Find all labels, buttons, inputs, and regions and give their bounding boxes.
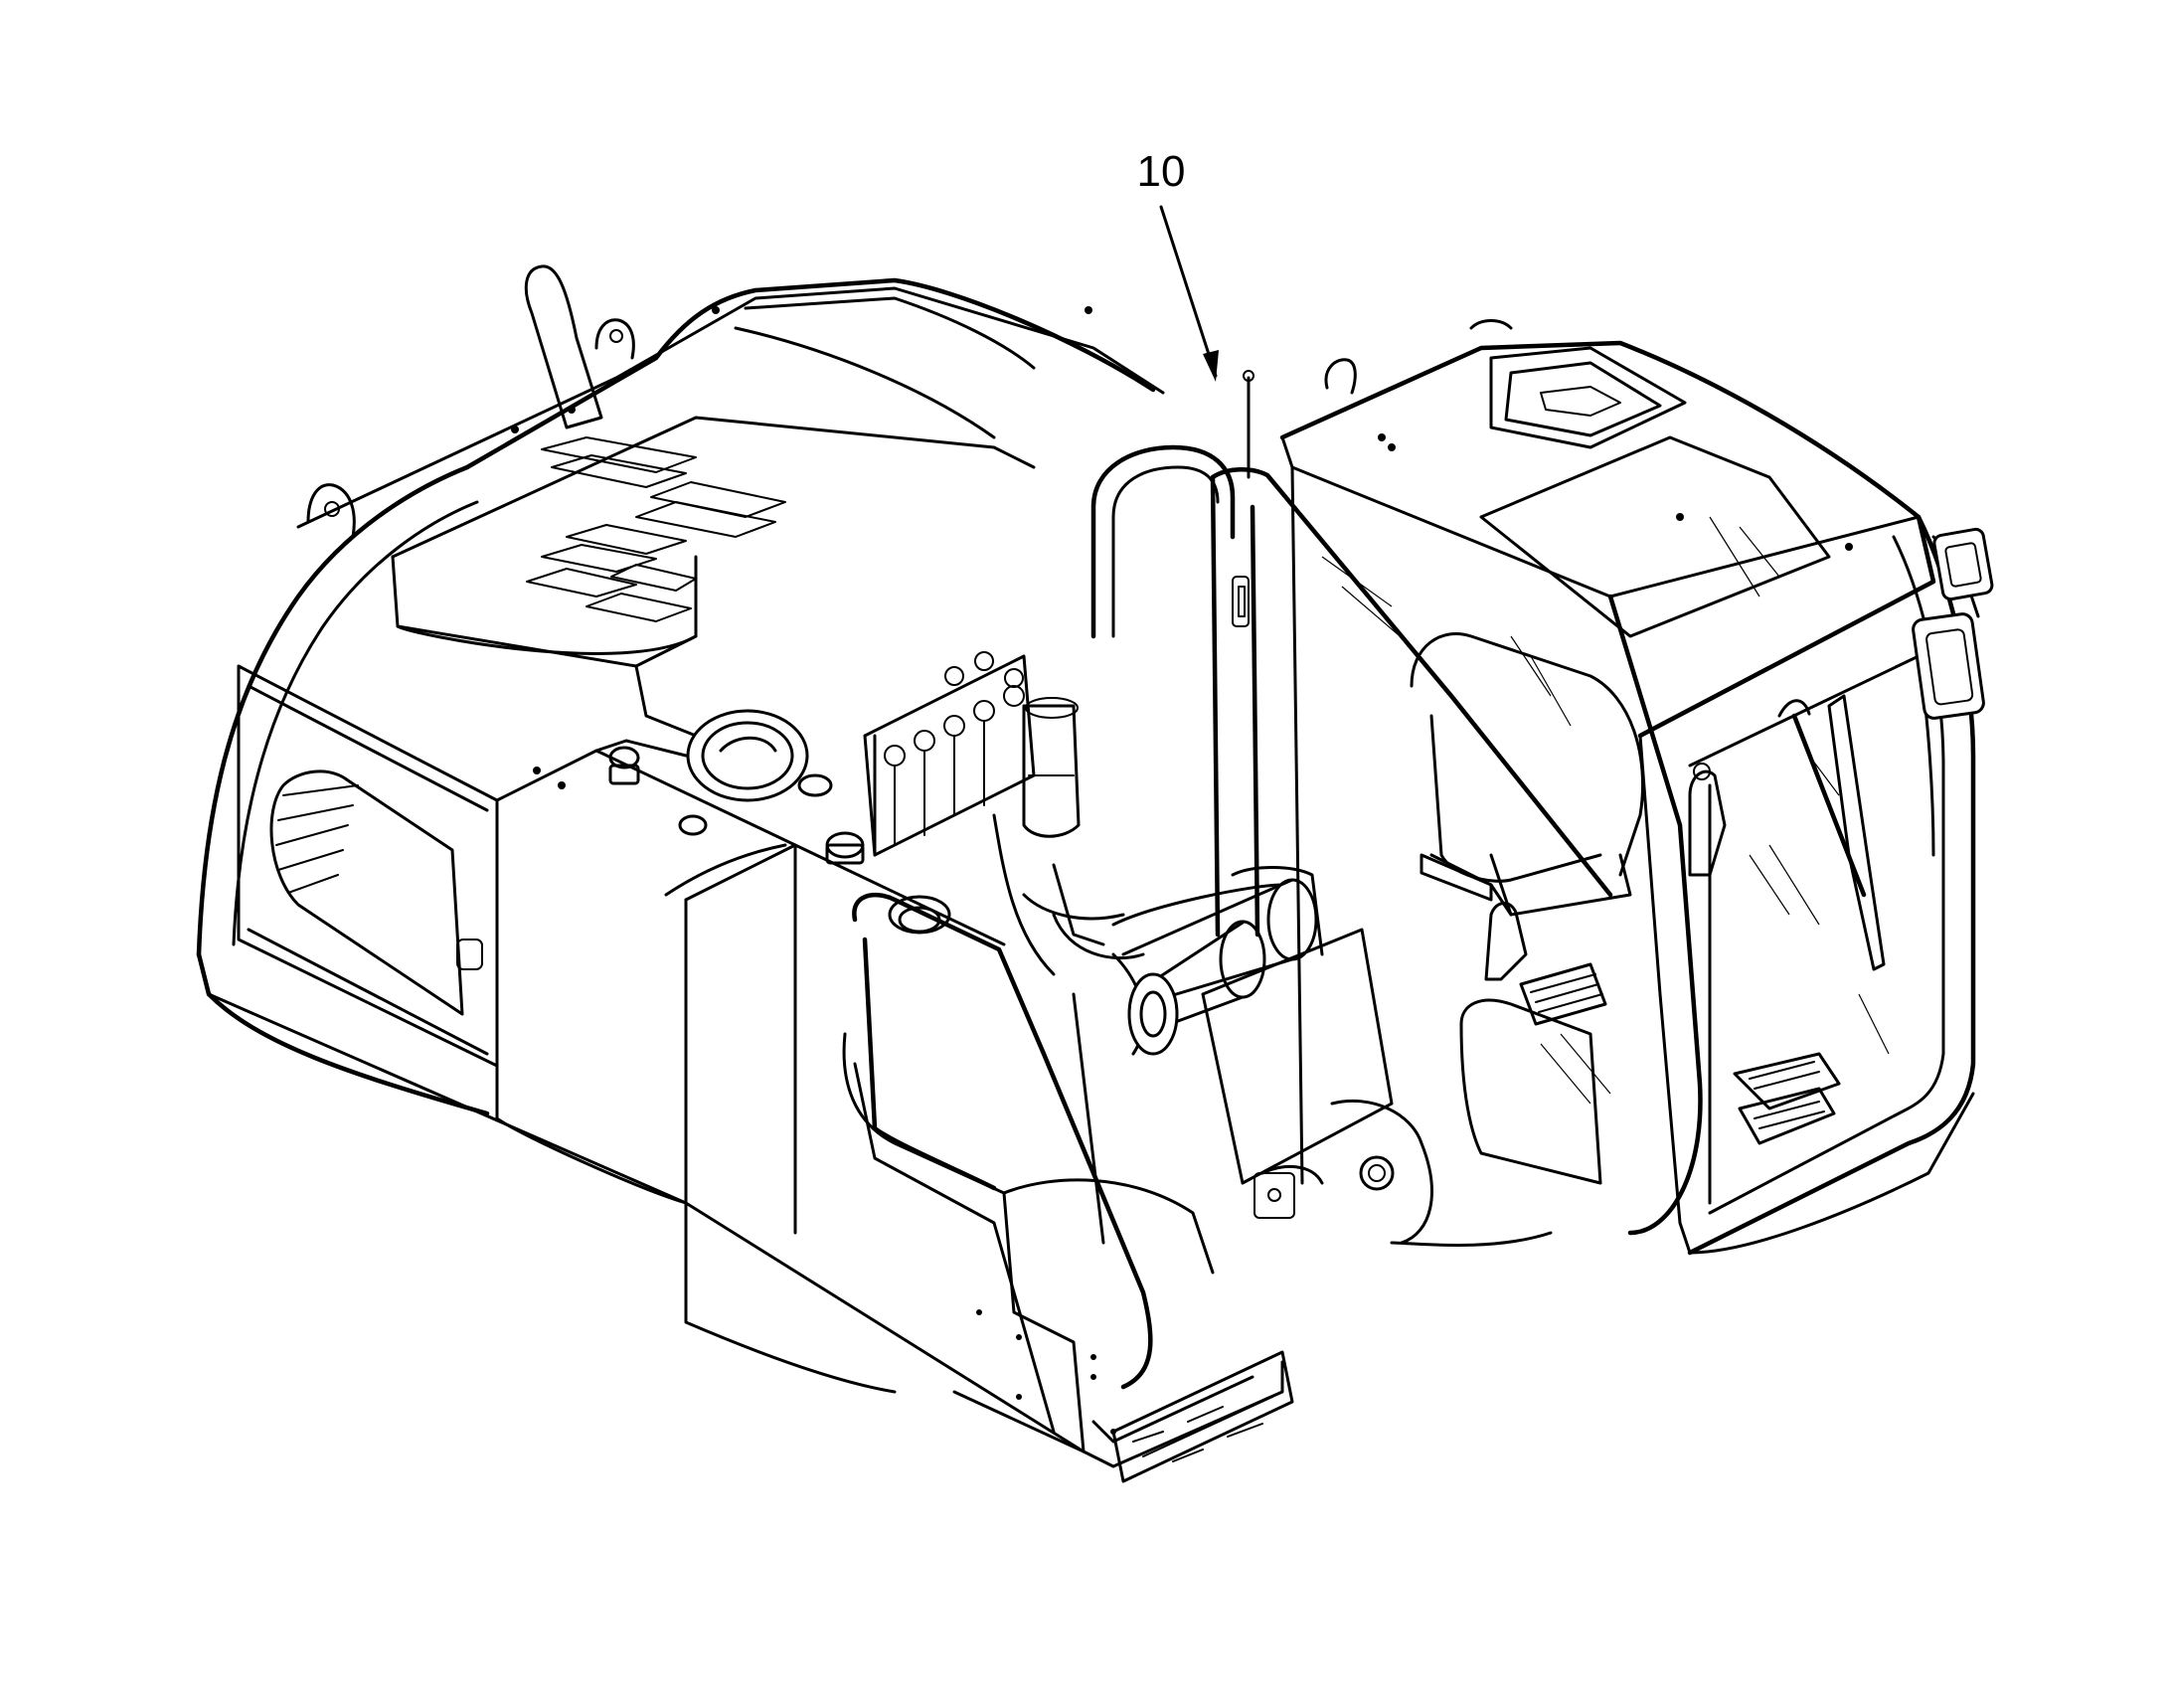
callout-number: 10 [1136,147,1186,196]
front-bracket [842,892,1553,1483]
hydraulic-tank [664,709,1086,1453]
operator-cab [1210,319,1994,1256]
left-side-door [196,664,499,1116]
fasteners [511,306,1853,789]
fuel-tank [495,739,797,1235]
callout-leader [1159,205,1219,382]
grab-handle [1090,444,1236,639]
control-valve-assembly [863,651,1145,976]
side-panels [197,952,1086,1453]
engine-hood [196,264,1165,957]
